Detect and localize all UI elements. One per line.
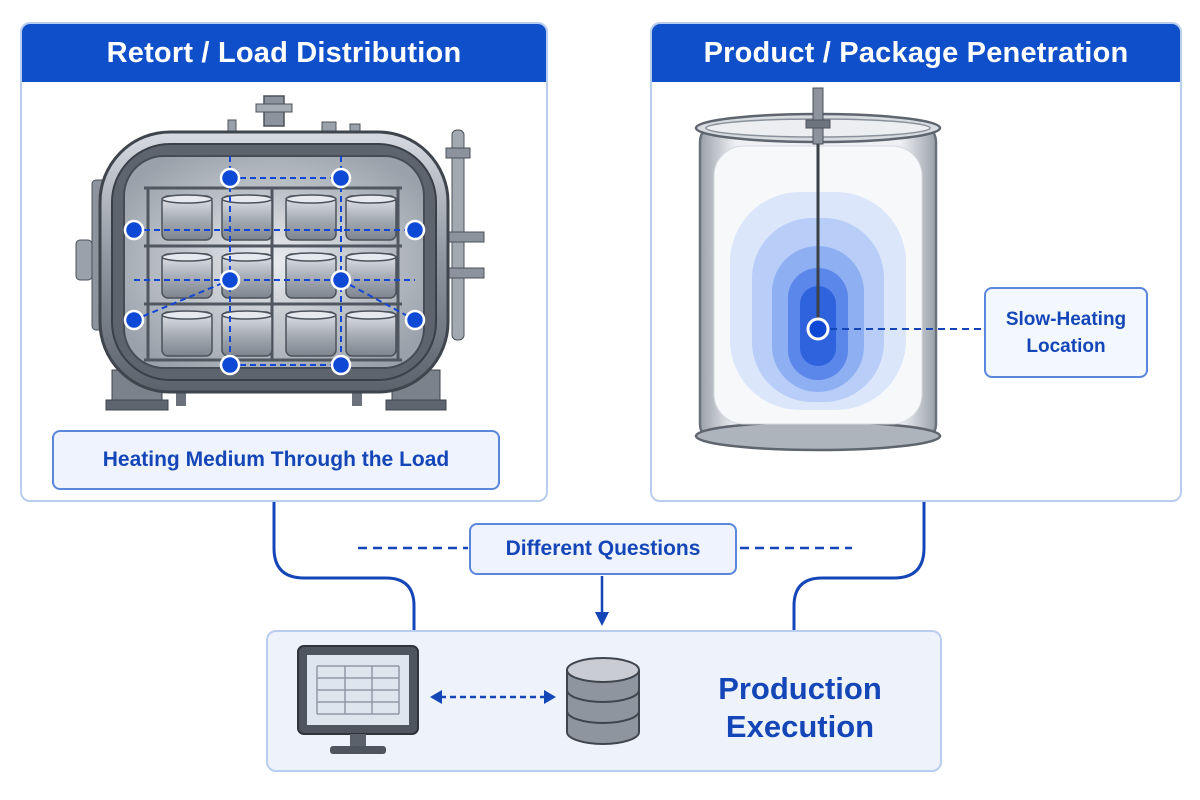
sensor-node <box>330 354 352 376</box>
monitor-spreadsheet-icon <box>297 645 419 754</box>
sensor-node <box>123 219 145 241</box>
double-arrow-icon <box>430 690 556 704</box>
production-line1: Production <box>718 671 882 706</box>
production-execution-label: Production Execution <box>700 670 900 746</box>
production-line2: Execution <box>725 709 875 744</box>
retort-panel-title: Retort / Load Distribution <box>22 24 546 82</box>
sensor-node <box>219 354 241 376</box>
slow-heating-location-label: Slow-Heating Location <box>984 287 1148 378</box>
slow-heating-line1: Slow-Heating <box>1005 308 1127 330</box>
sensor-node <box>330 269 352 291</box>
down-arrow-icon <box>595 576 609 626</box>
sensor-node <box>404 219 426 241</box>
product-panel-title: Product / Package Penetration <box>652 24 1180 82</box>
database-icon <box>566 657 640 745</box>
sensor-node <box>219 269 241 291</box>
sensor-node <box>123 309 145 331</box>
heating-medium-label: Heating Medium Through the Load <box>52 430 500 490</box>
sensor-node <box>330 167 352 189</box>
sensor-node <box>219 167 241 189</box>
sensor-node <box>404 309 426 331</box>
slow-heating-line2: Location <box>1026 335 1106 357</box>
different-questions-label: Different Questions <box>469 523 737 575</box>
